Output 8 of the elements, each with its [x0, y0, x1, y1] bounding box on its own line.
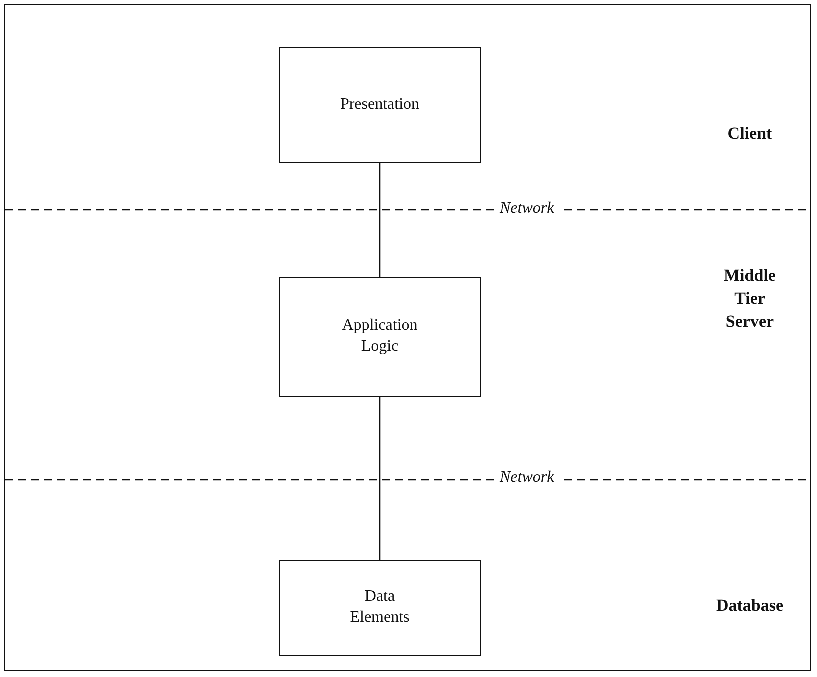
process-box: Data Elements: [279, 560, 481, 656]
tier-label: Client: [726, 123, 774, 145]
process-box: Presentation: [279, 47, 481, 163]
tier-label: Middle Tier Server: [723, 265, 777, 333]
connector-line: [379, 163, 381, 277]
process-box: Application Logic: [279, 277, 481, 397]
connector-line: [379, 397, 381, 560]
tier-label: Database: [715, 595, 785, 617]
